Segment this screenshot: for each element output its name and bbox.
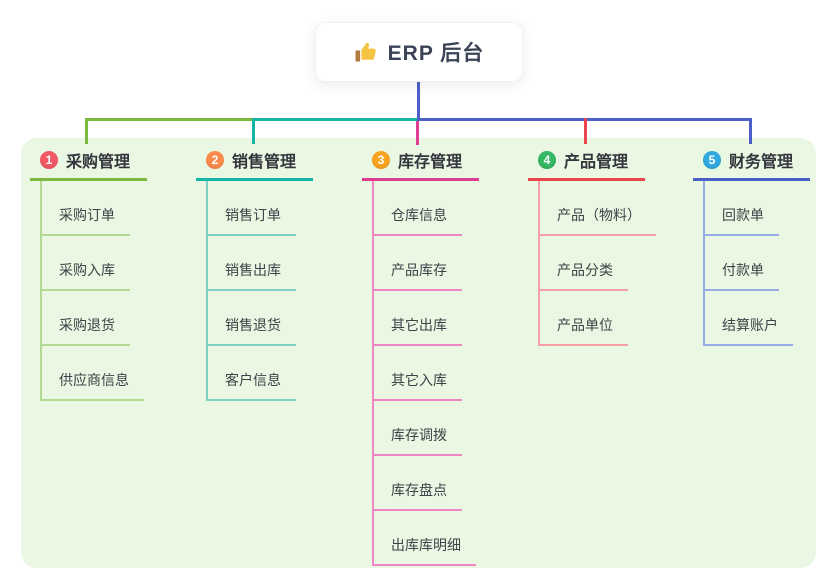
node-outbound-detail[interactable]: 出库库明细 (374, 535, 476, 566)
branch-finance-header[interactable]: 5 财务管理 (693, 146, 810, 181)
branch-purchase-label: 采购管理 (66, 154, 131, 171)
node-purchase-order[interactable]: 采购订单 (42, 205, 130, 236)
node-payment-bill[interactable]: 付款单 (705, 260, 779, 291)
node-stock-take[interactable]: 库存盘点 (374, 480, 462, 511)
thumbs-up-icon (354, 40, 378, 64)
root-node[interactable]: ERP 后台 (315, 22, 523, 82)
branch-sales-header[interactable]: 2 销售管理 (196, 146, 313, 181)
node-row: 销售订单 (208, 181, 296, 236)
badge-3: 3 (372, 151, 390, 169)
node-row: 其它入库 (374, 346, 476, 401)
badge-1: 1 (40, 151, 58, 169)
node-row: 供应商信息 (42, 346, 144, 401)
node-product-unit[interactable]: 产品单位 (540, 315, 628, 346)
node-sales-order[interactable]: 销售订单 (208, 205, 296, 236)
node-row: 仓库信息 (374, 181, 476, 236)
branch-sales-label: 销售管理 (232, 154, 297, 171)
node-row: 采购退货 (42, 291, 144, 346)
node-settle-account[interactable]: 结算账户 (705, 315, 793, 346)
node-sales-outbound[interactable]: 销售出库 (208, 260, 296, 291)
badge-2: 2 (206, 151, 224, 169)
node-row: 产品分类 (540, 236, 656, 291)
node-supplier-info[interactable]: 供应商信息 (42, 370, 144, 401)
node-row: 采购入库 (42, 236, 144, 291)
node-customer-info[interactable]: 客户信息 (208, 370, 296, 401)
branch-inventory-label: 库存管理 (398, 154, 463, 171)
branch-finance-children: 回款单 付款单 结算账户 (703, 181, 793, 346)
branch-finance-label: 财务管理 (729, 154, 794, 171)
node-row: 销售出库 (208, 236, 296, 291)
node-row: 产品库存 (374, 236, 476, 291)
node-stock-transfer[interactable]: 库存调拨 (374, 425, 462, 456)
branch-inventory: 3 库存管理 仓库信息 产品库存 其它出库 其它入库 库存调拨 库存盘点 出库库… (362, 146, 479, 566)
branch-sales-children: 销售订单 销售出库 销售退货 客户信息 (206, 181, 296, 401)
branch-sales: 2 销售管理 销售订单 销售出库 销售退货 客户信息 (196, 146, 313, 401)
branch-finance: 5 财务管理 回款单 付款单 结算账户 (693, 146, 810, 346)
node-purchase-return[interactable]: 采购退货 (42, 315, 130, 346)
branch-product: 4 产品管理 产品（物料） 产品分类 产品单位 (528, 146, 656, 346)
node-row: 回款单 (705, 181, 793, 236)
node-other-outbound[interactable]: 其它出库 (374, 315, 462, 346)
node-sales-return[interactable]: 销售退货 (208, 315, 296, 346)
drop-line-inventory (416, 121, 419, 145)
branch-product-label: 产品管理 (564, 154, 629, 171)
node-product-stock[interactable]: 产品库存 (374, 260, 462, 291)
node-product-category[interactable]: 产品分类 (540, 260, 628, 291)
root-title: ERP 后台 (387, 42, 485, 65)
branch-purchase-children: 采购订单 采购入库 采购退货 供应商信息 (40, 181, 144, 401)
branches-panel (21, 138, 816, 568)
branch-purchase: 1 采购管理 采购订单 采购入库 采购退货 供应商信息 (30, 146, 147, 401)
bus-line-purchase (85, 118, 252, 121)
branch-product-children: 产品（物料） 产品分类 产品单位 (538, 181, 656, 346)
node-row: 结算账户 (705, 291, 793, 346)
branch-product-header[interactable]: 4 产品管理 (528, 146, 645, 181)
node-receipt-bill[interactable]: 回款单 (705, 205, 779, 236)
node-row: 出库库明细 (374, 511, 476, 566)
node-product-material[interactable]: 产品（物料） (540, 205, 656, 236)
node-row: 销售退货 (208, 291, 296, 346)
drop-line-purchase (85, 118, 88, 144)
drop-line-finance (749, 118, 752, 144)
branch-inventory-header[interactable]: 3 库存管理 (362, 146, 479, 181)
badge-5: 5 (703, 151, 721, 169)
node-row: 产品单位 (540, 291, 656, 346)
bus-line-sales (252, 118, 419, 121)
node-purchase-inbound[interactable]: 采购入库 (42, 260, 130, 291)
branch-purchase-header[interactable]: 1 采购管理 (30, 146, 147, 181)
root-stem-line (417, 82, 420, 119)
drop-line-product (584, 118, 587, 144)
drop-line-sales (252, 118, 255, 144)
badge-4: 4 (538, 151, 556, 169)
node-row: 采购订单 (42, 181, 144, 236)
node-row: 付款单 (705, 236, 793, 291)
branch-inventory-children: 仓库信息 产品库存 其它出库 其它入库 库存调拨 库存盘点 出库库明细 (372, 181, 476, 566)
node-row: 产品（物料） (540, 181, 656, 236)
node-row: 其它出库 (374, 291, 476, 346)
node-row: 库存盘点 (374, 456, 476, 511)
node-row: 库存调拨 (374, 401, 476, 456)
node-row: 客户信息 (208, 346, 296, 401)
node-other-inbound[interactable]: 其它入库 (374, 370, 462, 401)
node-warehouse-info[interactable]: 仓库信息 (374, 205, 462, 236)
